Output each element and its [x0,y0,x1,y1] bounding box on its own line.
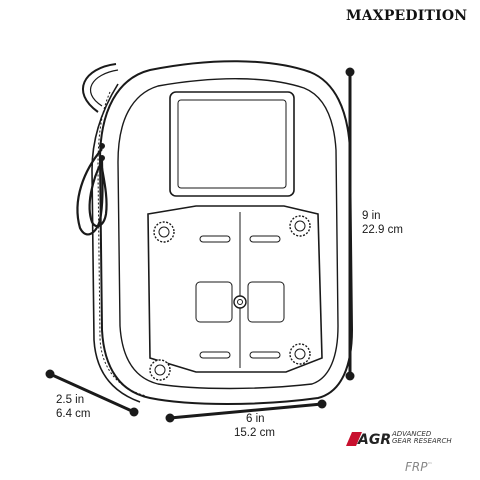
molle-slot [249,235,281,243]
agr-text: AGR [358,432,392,448]
label-window-inner [177,99,287,189]
zipper-seam [97,91,147,397]
height-metric: 22.9 cm [362,224,403,236]
label-window [169,91,295,197]
grommet-top-left [153,221,175,243]
molle-slot [199,351,231,359]
frp-text: FRP [405,460,428,474]
center-grommet [233,295,247,309]
height-imperial: 9 in [362,210,381,222]
frp-tm: ™ [427,462,433,468]
pouch-inner-frame [117,78,339,390]
width-label: 6 in 15.2 cm [234,412,275,440]
molle-slot [199,235,231,243]
handle-loop [82,63,117,113]
height-label: 9 in 22.9 cm [362,209,403,237]
frp-mark: FRP™ [405,460,432,474]
zipper-pulls [76,143,108,236]
depth-dimension-line [45,369,139,417]
agr-line2: GEAR RESEARCH [392,437,452,445]
velcro-patch-right [247,281,285,323]
grommet-bottom-right [289,343,311,365]
grommet-bottom-left [149,359,171,381]
brand-logo: MAXPEDITION [346,8,468,24]
depth-metric: 6.4 cm [56,408,91,420]
height-dimension-line [345,67,355,381]
handle-loop-inner [89,69,119,107]
width-metric: 15.2 cm [234,427,275,439]
agr-line1: ADVANCED [392,430,432,438]
velcro-patch-left [195,281,233,323]
depth-label: 2.5 in 6.4 cm [56,393,91,421]
agr-mark [346,432,362,446]
width-imperial: 6 in [246,413,265,425]
pouch-back [91,83,141,403]
depth-imperial: 2.5 in [56,394,85,406]
agr-subtitle: ADVANCED GEAR RESEARCH [392,431,452,445]
width-dimension-line [165,399,327,423]
molle-slot [249,351,281,359]
grommet-top-right [289,215,311,237]
